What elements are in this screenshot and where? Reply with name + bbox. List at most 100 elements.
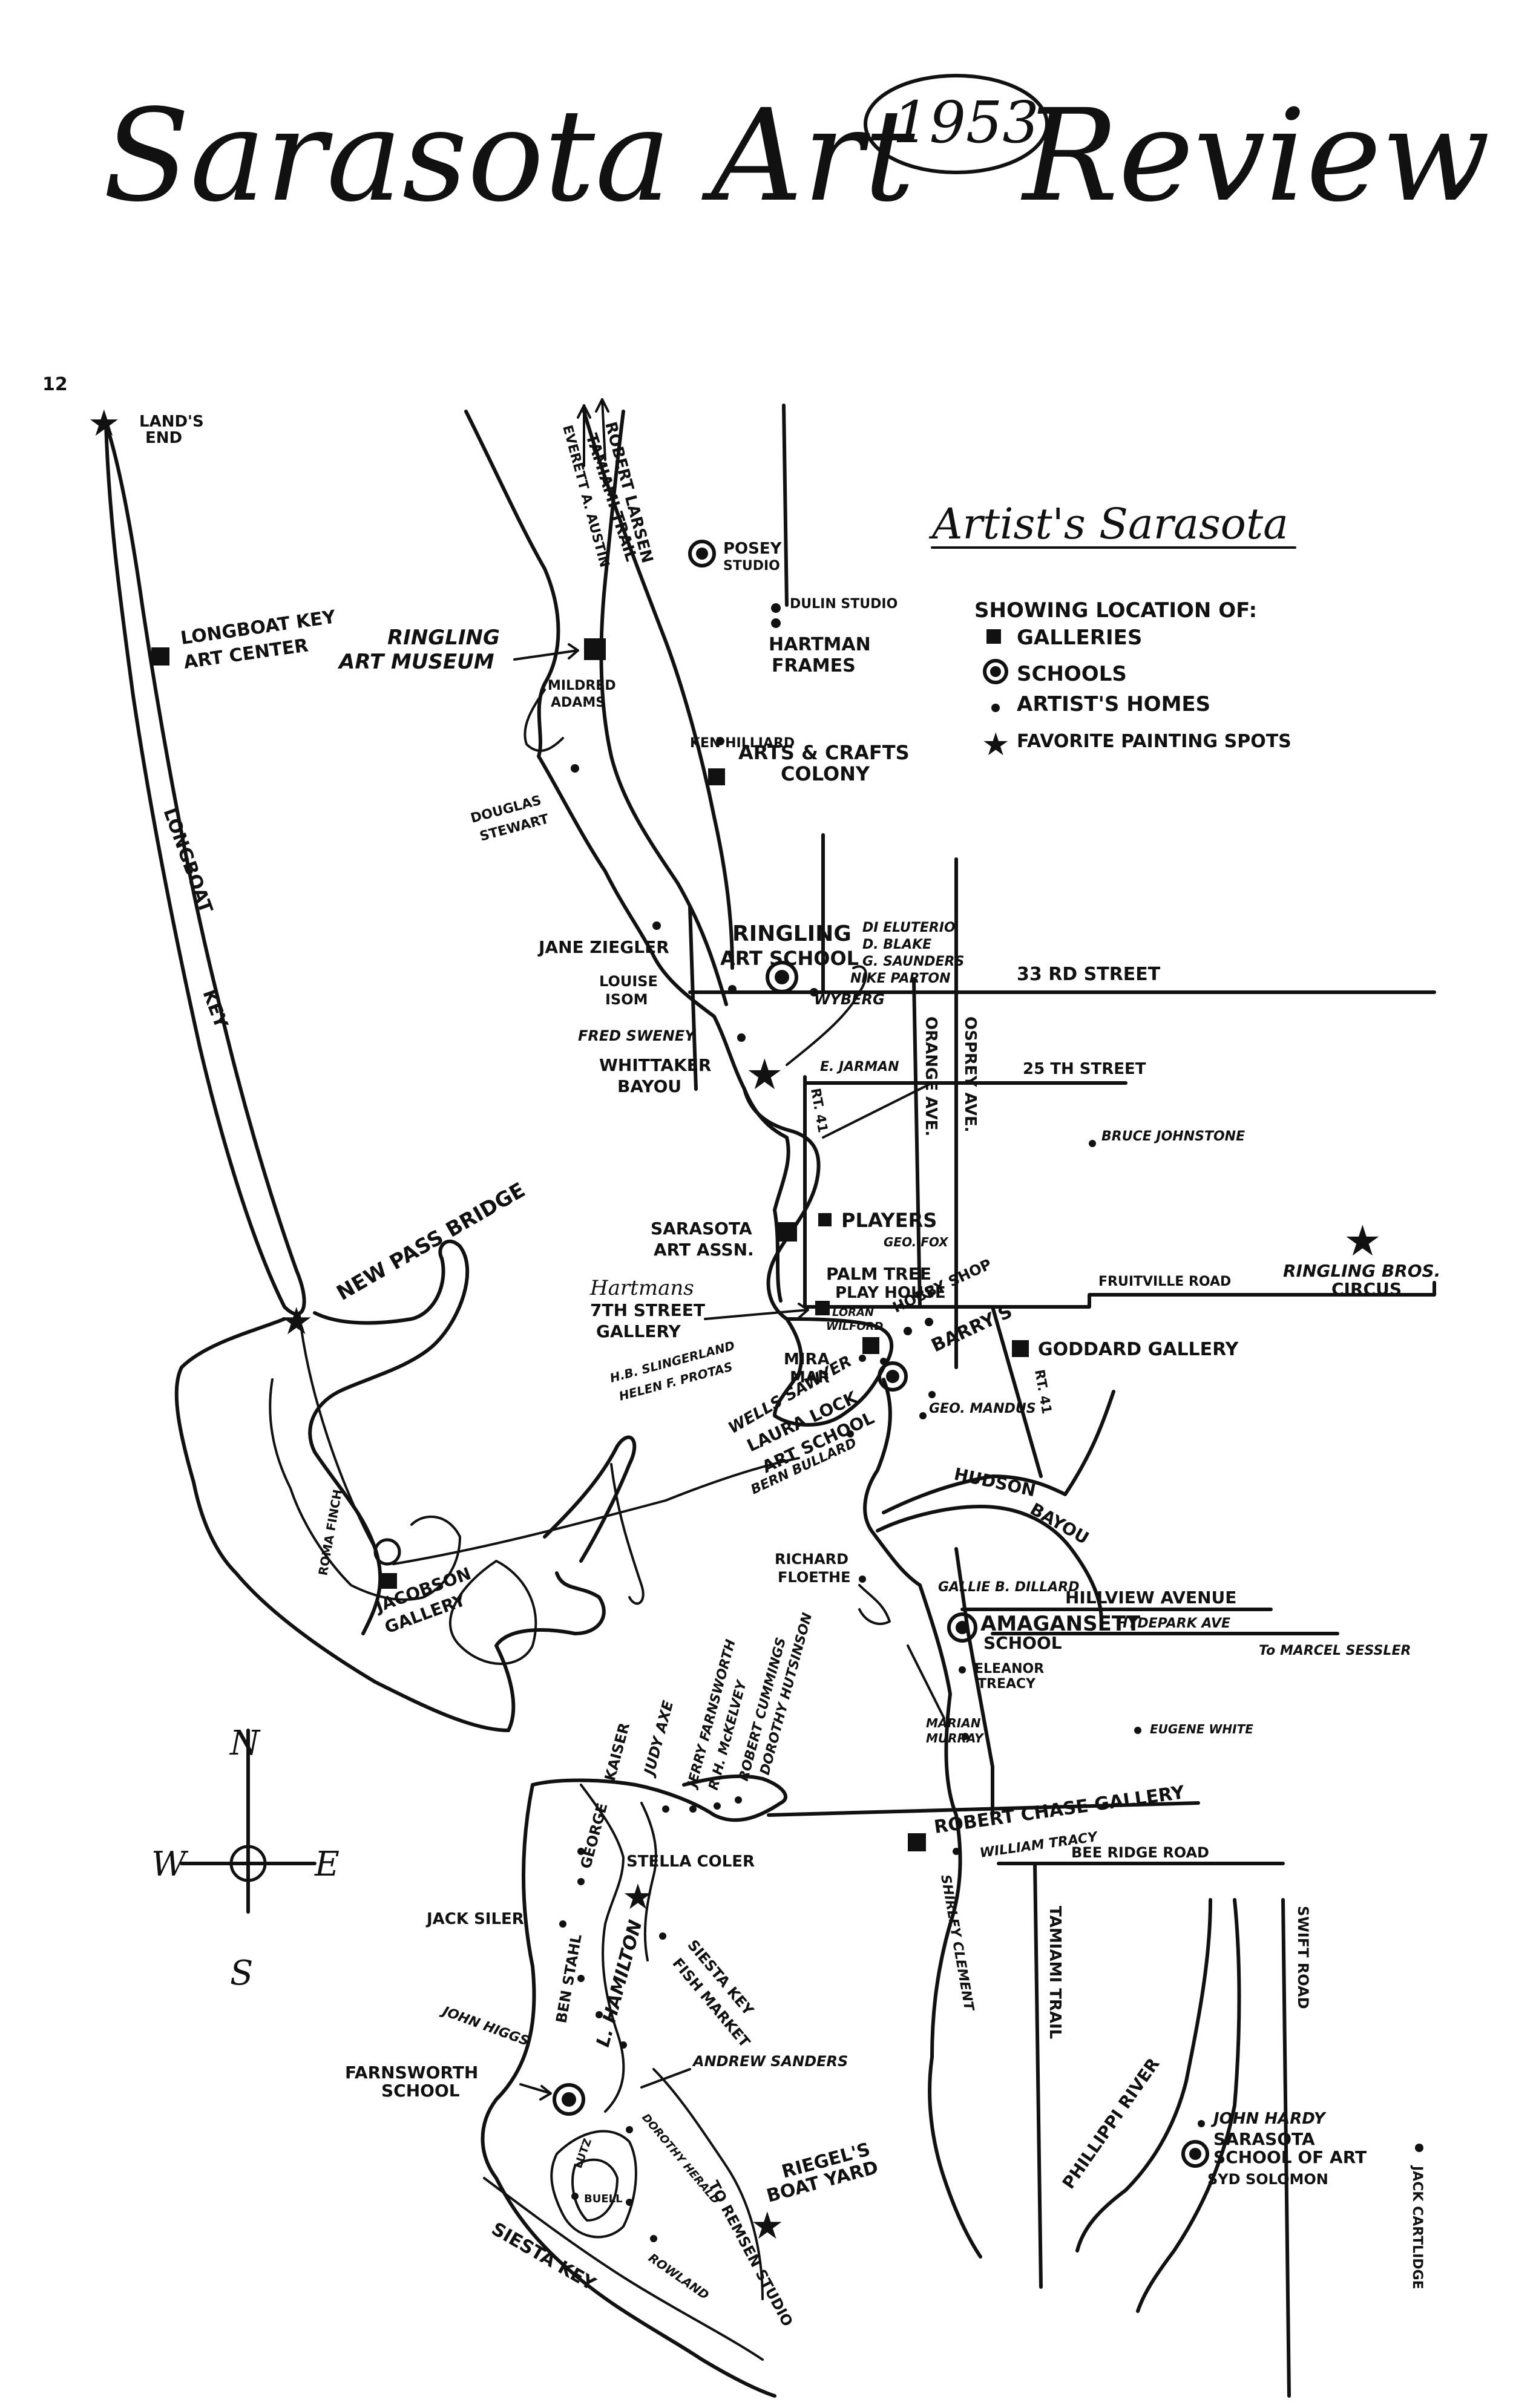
masthead-year: 1953 [893,90,1039,156]
label-lands-end-2: END [145,429,182,447]
label-mildred-adams-1: MILDRED [548,678,616,693]
farnsworth-arrow [519,2083,552,2101]
star-icon: ★ [746,1050,784,1099]
label-play-house: PLAY HOUSE [835,1284,946,1302]
fruitville-road [803,1281,1436,1309]
school-circle-icon [983,659,1008,684]
legend-item-schools: SCHOOLS [1017,662,1127,686]
label-ringling-school-1: RINGLING [732,921,852,946]
label-arts-crafts-1: ARTS & CRAFTS [738,741,910,764]
rt41-south [991,1305,1043,1478]
label-whittaker-1: WHITTAKER [599,1055,711,1075]
label-loran-wilford-1: LORAN [832,1306,874,1319]
legend-item-homes: ARTIST'S HOMES [1017,692,1210,716]
label-loran-wilford-2: WILFORD [826,1320,883,1333]
label-sarasota-school-2: SCHOOL OF ART [1213,2147,1367,2167]
label-eleanor-treacy-1: ELEANOR [974,1661,1044,1677]
gallery-square-icon [818,1213,832,1226]
gallery-square-icon [778,1222,797,1242]
label-amagansett-1: AMAGANSETT [980,1612,1141,1636]
gallery-square-icon [151,647,169,666]
label-fred-sweney: FRED SWENEY [578,1027,697,1044]
siesta-key-outline [481,1783,776,2398]
label-sarasota-assn-1: SARASOTA [651,1219,752,1238]
label-lutz: LUTZ [572,2137,594,2170]
mainland-coast-north-inner [599,410,728,1006]
label-louise-isom-2: ISOM [605,991,648,1008]
label-ringling-circus-2: CIRCUS [1331,1279,1402,1299]
road-north-3 [688,906,698,1091]
masthead-title-end: Review [1020,82,1490,230]
label-posey-studio-2: STUDIO [723,558,780,574]
label-judy-axe: JUDY AXE [640,1698,677,1779]
label-farnsworth-1: FARNSWORTH [345,2063,478,2082]
star-icon: ★ [750,2204,784,2248]
label-mira-mar-2: MAR [790,1369,830,1387]
whittaker-creek [786,965,867,1066]
north-arrow-2 [595,398,609,461]
siesta-bridge-road [767,1801,1200,1817]
downtown-bayfront [773,1317,893,1427]
hudson-bayou-south [876,1505,1103,1623]
label-hudson-bayou-2: BAYOU [1027,1499,1092,1548]
label-e-jarman: E. JARMAN [820,1059,899,1075]
gallery-square-icon [815,1301,830,1315]
label-g-saunders: G. SAUNDERS [862,954,964,969]
road-north-1 [782,404,789,607]
star-icon: ★ [280,1299,313,1343]
gallery-square-icon [708,768,725,785]
label-arts-crafts-2: COLONY [781,762,870,785]
label-swift-road: SWIFT ROAD [1295,1906,1311,2009]
bay-inlet [523,689,564,752]
label-hillview: HILLVIEW AVENUE [1065,1588,1236,1608]
label-ringling-museum-2: ART MUSEUM [337,650,494,674]
siesta-inner-lagoon [580,1784,625,2113]
home-dots [559,603,1423,2242]
label-wyberg: WYBERG [814,991,885,1008]
label-rt41-n: RT. 41 [807,1087,830,1134]
siesta-key-east [531,1774,787,1822]
label-longboat-key-2: KEY [198,987,232,1032]
label-goddard: GODDARD GALLERY [1038,1339,1239,1360]
legend-item-galleries: GALLERIES [1017,626,1142,650]
label-mildred-adams-2: ADAMS [551,695,605,710]
siesta-road [652,2068,764,2300]
label-farnsworth-2: SCHOOL [381,2081,460,2101]
lido-inner-shore [269,1378,461,1601]
label-siesta-key: SIESTA KEY [488,2219,600,2295]
label-jane-ziegler: JANE ZIEGLER [537,937,669,957]
creek-east [822,1082,933,1139]
label-hartman-frames-2: FRAMES [772,655,856,676]
label-posey-studio-1: POSEY [723,540,783,558]
label-hydepark: HYDEPARK AVE [1117,1616,1230,1631]
siesta-south-loop [550,2130,637,2239]
label-dulin-studio: DULIN STUDIO [790,597,898,612]
mainland-coast-south [918,1583,982,2259]
label-stella-coler: STELLA COLER [626,1853,755,1871]
new-pass-shore [174,1317,606,1732]
label-orange-ave: ORANGE AVE. [922,1016,940,1136]
bayou-small [907,1644,945,1719]
label-john-higgs: JOHN HIGGS [438,2003,531,2049]
richard-floethe-spit [858,1584,891,1625]
longboat-key-outline [104,422,306,1316]
gallery-square-icon [381,1573,397,1589]
gallery-square-icon [584,638,606,660]
label-hartmans-3: GALLERY [596,1321,681,1341]
label-players: PLAYERS [841,1209,937,1232]
causeway-key [543,1435,637,1563]
label-eugene-white: EUGENE WHITE [1150,1722,1253,1736]
label-tamiami-trail-s: TAMIAMI TRAIL [1046,1906,1064,2039]
label-amagansett-2: SCHOOL [983,1633,1062,1653]
legend-item-painting-spots: FAVORITE PAINTING SPOTS [1017,731,1291,752]
label-john-hardy: JOHN HARDY [1210,2110,1327,2128]
compass-s: S [230,1954,253,1993]
home-dot-icon [991,704,1000,712]
label-gallie-dillard: GALLIE B. DILLARD [938,1580,1080,1595]
label-street-33: 33 RD STREET [1017,964,1161,985]
roma-finch-circle [373,1538,401,1566]
compass-e: E [314,1845,340,1884]
label-hartmans-1: Hartmans [589,1276,694,1300]
map-legend: Artist's Sarasota SHOWING LOCATION OF: G… [928,499,1296,763]
